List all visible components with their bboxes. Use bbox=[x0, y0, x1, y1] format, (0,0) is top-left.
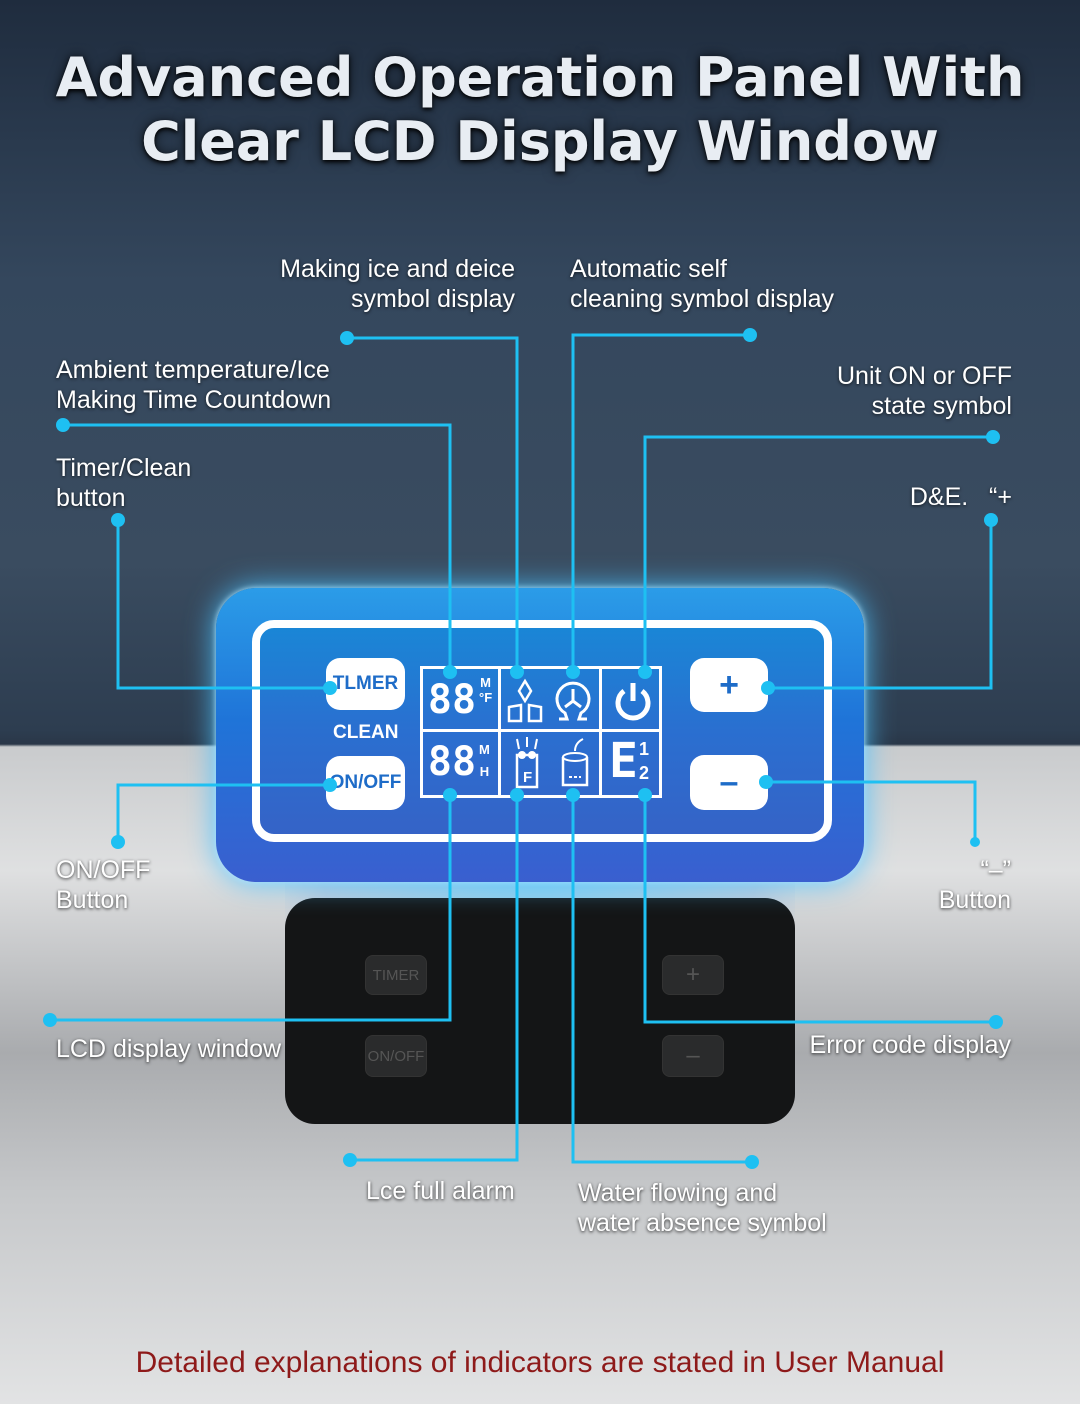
label-ice-full: Lce full alarm bbox=[366, 1177, 515, 1205]
ice-full-f: F bbox=[523, 769, 533, 786]
error-e: E bbox=[609, 733, 638, 789]
temp-digits: 88 bbox=[427, 677, 477, 723]
timer-button[interactable]: TLMER bbox=[326, 658, 405, 710]
ghost-timer-button: TIMER bbox=[365, 955, 427, 995]
power-icon bbox=[615, 683, 651, 721]
plus-button[interactable]: + bbox=[690, 658, 768, 712]
time-digits: 88 bbox=[427, 739, 477, 785]
onoff-button[interactable]: ON/OFF bbox=[326, 756, 405, 810]
minus-button[interactable]: – bbox=[690, 755, 768, 810]
ghost-minus-button: – bbox=[662, 1035, 724, 1077]
ice-full-icon bbox=[515, 737, 539, 789]
label-lcd: LCD display window bbox=[56, 1035, 282, 1063]
label-minus: “–”Button bbox=[938, 856, 1011, 914]
water-icon bbox=[561, 738, 589, 787]
title-line-1: Advanced Operation Panel With bbox=[55, 46, 1025, 109]
label-error: Error code display bbox=[809, 1031, 1011, 1059]
footer-note: Detailed explanations of indicators are … bbox=[135, 1346, 945, 1379]
ghost-onoff-button: ON/OFF bbox=[365, 1035, 427, 1077]
temp-units: M°F bbox=[479, 675, 493, 705]
clean-label: CLEAN bbox=[333, 722, 399, 743]
ice-making-icon bbox=[507, 678, 543, 723]
ghost-plus-button: + bbox=[662, 955, 724, 995]
device-panel-photo bbox=[285, 898, 795, 1124]
label-plus: D&E. “+ bbox=[909, 483, 1012, 511]
title-line-2: Clear LCD Display Window bbox=[141, 110, 939, 173]
self-clean-icon bbox=[555, 681, 591, 721]
